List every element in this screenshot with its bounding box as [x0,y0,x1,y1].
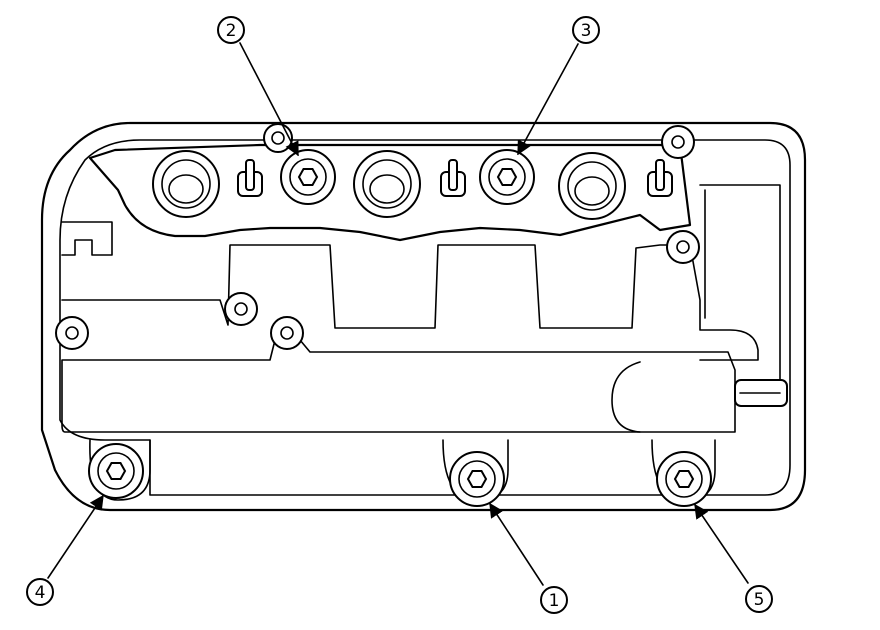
callout-5-label: 5 [754,590,765,610]
callout-4: 4 [26,578,54,606]
lower-chamber [61,339,736,433]
bolt-2 [280,149,336,205]
mount-eyelet [666,230,700,264]
stud-3 [647,159,673,197]
right-wall [699,184,781,401]
left-tab [61,221,113,256]
bolt-5 [656,451,712,507]
leader-5 [694,503,749,584]
callout-3: 3 [572,16,600,44]
leader-1 [489,502,544,586]
leader-4 [47,494,104,579]
callout-2-label: 2 [226,21,237,41]
spark-plug-hole-3 [558,152,626,220]
bolt-3 [479,149,535,205]
bolt-4 [88,443,144,499]
callout-1: 1 [540,586,568,614]
spark-plug-hole-2 [353,150,421,218]
mount-eyelet [270,316,304,350]
bolt-1 [449,451,505,507]
callout-3-label: 3 [581,21,592,41]
mount-eyelet [224,292,258,326]
callout-5: 5 [745,585,773,613]
mount-eyelet [263,123,293,153]
mount-eyelet [661,125,695,159]
leader-3 [517,43,579,156]
spark-plug-hole-1 [152,150,220,218]
baffle-channel [61,244,759,361]
callout-4-label: 4 [35,583,46,603]
callout-2: 2 [217,16,245,44]
top-boss-strip [88,143,692,242]
leader-2 [239,42,299,157]
cover-inner-rim [59,139,791,496]
chamber-end-curve [611,361,641,433]
stud-1 [237,159,263,197]
callout-1-label: 1 [549,591,560,611]
cover-outer-outline [40,121,807,512]
mount-eyelet [55,316,89,350]
stud-2 [440,159,466,197]
